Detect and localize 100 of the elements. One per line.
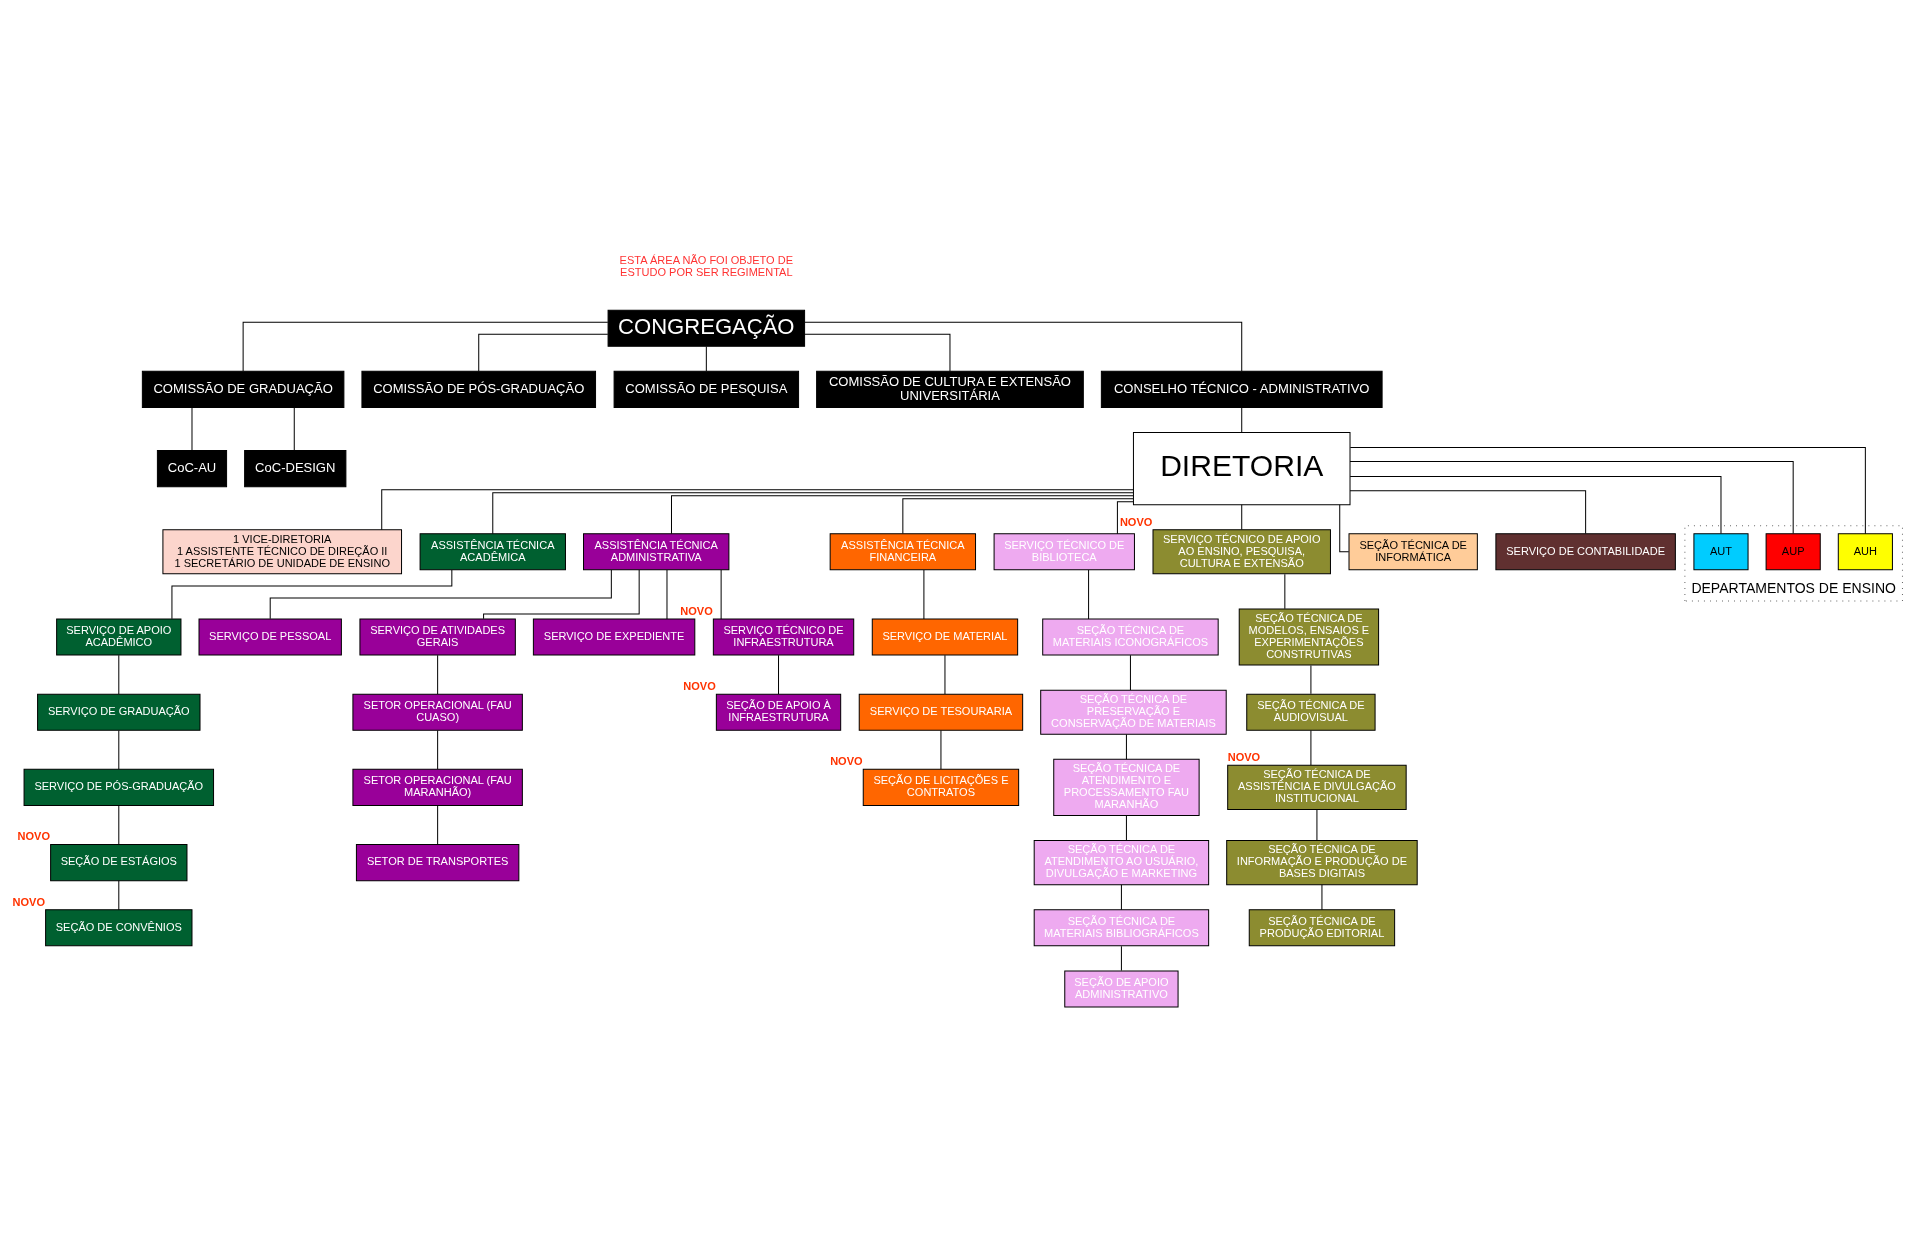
node-box: SEÇÃO TÉCNICA DE ASSISTÊNCIA E DIVULGAÇÃO INSTITUCIONAL xyxy=(1227,764,1407,810)
node-box: DIRETORIA xyxy=(1132,432,1351,506)
connector xyxy=(478,333,609,372)
node-box: SERVIÇO DE APOIO ACADÊMICO xyxy=(56,618,182,656)
connector xyxy=(171,569,453,620)
node-box: SERVIÇO TÉCNICO DE INFRAESTRUTURA xyxy=(712,618,855,656)
node-box: SERVIÇO DE CONTABILIDADE xyxy=(1495,533,1676,571)
node-label: NOVO xyxy=(830,755,863,768)
connector xyxy=(483,569,640,620)
node-box: SEÇÃO TÉCNICA DE PRESERVAÇÃO E CONSERVAÇÃO DE MATERIAIS xyxy=(1040,689,1227,735)
node-box: SEÇÃO TÉCNICA DE ATENDIMENTO AO USUÁRIO, DIVULGAÇÃO E MARKETING xyxy=(1033,840,1210,886)
node-box: AUT xyxy=(1693,533,1749,571)
node-box: COMISSÃO DE PESQUISA xyxy=(613,370,800,408)
connector xyxy=(804,333,951,372)
connector xyxy=(1116,501,1134,535)
node-box: SERVIÇO DE MATERIAL xyxy=(871,618,1019,656)
node-box: SERVIÇO DE ATIVIDADES GERAIS xyxy=(359,618,516,656)
connector xyxy=(1284,573,1286,610)
node-box: SEÇÃO DE ESTÁGIOS xyxy=(50,844,188,882)
node-box: CoC-AU xyxy=(156,450,228,488)
node-box: SEÇÃO TÉCNICA DE MATERIAIS ICONOGRÁFICOS xyxy=(1042,618,1219,656)
connector xyxy=(1349,447,1866,535)
node-box: SERVIÇO TÉCNICO DE APOIO AO ENSINO, PESQUISA, CULTURA E EXTENSÃO xyxy=(1152,529,1331,575)
connector xyxy=(118,880,120,911)
connector xyxy=(269,569,612,620)
connector xyxy=(191,407,193,451)
node-box: 1 VICE-DIRETORIA 1 ASSISTENTE TÉCNICO DE DIREÇÃO II 1 SECRETÁRIO DE UNIDADE DE ENSINO xyxy=(162,529,403,575)
node-box: SEÇÃO DE APOIO ADMINISTRATIVO xyxy=(1064,970,1179,1008)
node-label: NOVO xyxy=(683,679,716,692)
connector xyxy=(804,321,1243,372)
node-box: SEÇÃO DE LICITAÇÕES E CONTRATOS xyxy=(862,768,1020,806)
connector xyxy=(923,569,925,620)
node-box: SEÇÃO TÉCNICA DE INFORMÁTICA xyxy=(1348,533,1478,571)
connector xyxy=(666,569,668,620)
label: ESTA ÁREA NÃO FOI OBJETO DE ESTUDO POR SER REGIMENTAL xyxy=(619,253,794,278)
connector xyxy=(1310,729,1312,766)
node-box: SETOR OPERACIONAL (FAU MARANHÃO) xyxy=(352,768,523,806)
connector xyxy=(1120,945,1122,972)
connector xyxy=(381,489,1134,531)
connector xyxy=(1129,654,1131,691)
node-box: SERVIÇO DE PÓS-GRADUAÇÃO xyxy=(23,768,215,806)
connector xyxy=(1088,569,1090,620)
node-box: SERVIÇO DE GRADUAÇÃO xyxy=(37,693,201,731)
node-box: AUH xyxy=(1837,533,1893,571)
node-box: COMISSÃO DE GRADUAÇÃO xyxy=(141,370,345,408)
node-label: NOVO xyxy=(17,830,50,843)
node-label: NOVO xyxy=(1227,751,1261,764)
node-box: SEÇÃO TÉCNICA DE PRODUÇÃO EDITORIAL xyxy=(1248,909,1396,947)
connector xyxy=(1241,407,1243,433)
connector xyxy=(778,654,779,695)
node-box: SEÇÃO TÉCNICA DE MATERIAIS BIBLIOGRÁFICOS xyxy=(1033,909,1210,947)
node-box: SEÇÃO TÉCNICA DE AUDIOVISUAL xyxy=(1246,693,1376,731)
node-box: CONGREGAÇÃO xyxy=(607,309,806,347)
connector xyxy=(1125,815,1127,841)
connector xyxy=(1241,504,1243,531)
node-box: ASSISTÊNCIA TÉCNICA FINANCEIRA xyxy=(829,533,977,571)
node-box: SERVIÇO DE PESSOAL xyxy=(198,618,342,656)
connector xyxy=(293,407,295,451)
connector xyxy=(437,805,439,845)
node-box: SERVIÇO TÉCNICO DE BIBLIOTECA xyxy=(993,533,1135,571)
connector xyxy=(944,654,946,695)
connector xyxy=(437,654,439,695)
node-box: CONSELHO TÉCNICO - ADMINISTRATIVO xyxy=(1100,370,1383,408)
connector xyxy=(437,729,439,770)
connector xyxy=(705,346,707,372)
node-box: COMISSÃO DE PÓS-GRADUAÇÃO xyxy=(361,370,597,408)
node-box: SEÇÃO TÉCNICA DE MODELOS, ENSAIOS E EXPERIMENTAÇÕES CONSTRUTIVAS xyxy=(1238,608,1380,666)
node-box: SEÇÃO TÉCNICA DE ATENDIMENTO E PROCESSAMENTO FAU MARANHÃO xyxy=(1053,758,1200,816)
connector xyxy=(1321,884,1323,911)
node-box: SERVIÇO DE EXPEDIENTE xyxy=(532,618,696,656)
connector xyxy=(902,498,1134,534)
connector xyxy=(940,729,942,770)
node-label: NOVO xyxy=(12,895,45,908)
node-box: AUP xyxy=(1765,533,1821,571)
connector xyxy=(492,492,1134,535)
connector xyxy=(1120,884,1122,911)
node-box: SEÇÃO DE CONVÊNIOS xyxy=(45,909,193,947)
connector xyxy=(118,729,120,770)
connector xyxy=(118,654,120,695)
node-box: ASSISTÊNCIA TÉCNICA ACADÊMICA xyxy=(419,533,566,571)
connector xyxy=(1310,664,1312,695)
connector xyxy=(1339,504,1350,553)
node-label: NOVO xyxy=(1119,515,1153,528)
connector xyxy=(671,495,1134,535)
node-box: SEÇÃO DE APOIO À INFRAESTRUTURA xyxy=(715,693,842,731)
node-box: ASSISTÊNCIA TÉCNICA ADMINISTRATIVA xyxy=(583,533,730,571)
connector xyxy=(1125,733,1127,760)
node-label: NOVO xyxy=(680,604,713,617)
connector xyxy=(1349,461,1794,535)
connector xyxy=(242,321,609,372)
connector xyxy=(118,805,120,845)
connector xyxy=(1349,490,1587,534)
node-box: CoC-DESIGN xyxy=(244,450,347,488)
node-box: COMISSÃO DE CULTURA E EXTENSÃO UNIVERSITÁRIA xyxy=(816,370,1084,408)
node-box: SETOR DE TRANSPORTES xyxy=(355,844,520,882)
connector xyxy=(720,569,722,620)
node-box: SEÇÃO TÉCNICA DE INFORMAÇÃO E PRODUÇÃO DE BASES DIGITAIS xyxy=(1226,840,1418,886)
connector xyxy=(1349,476,1722,535)
node-box: SETOR OPERACIONAL (FAU CUASO) xyxy=(352,693,523,731)
node-box: SERVIÇO DE TESOURARIA xyxy=(858,693,1024,731)
